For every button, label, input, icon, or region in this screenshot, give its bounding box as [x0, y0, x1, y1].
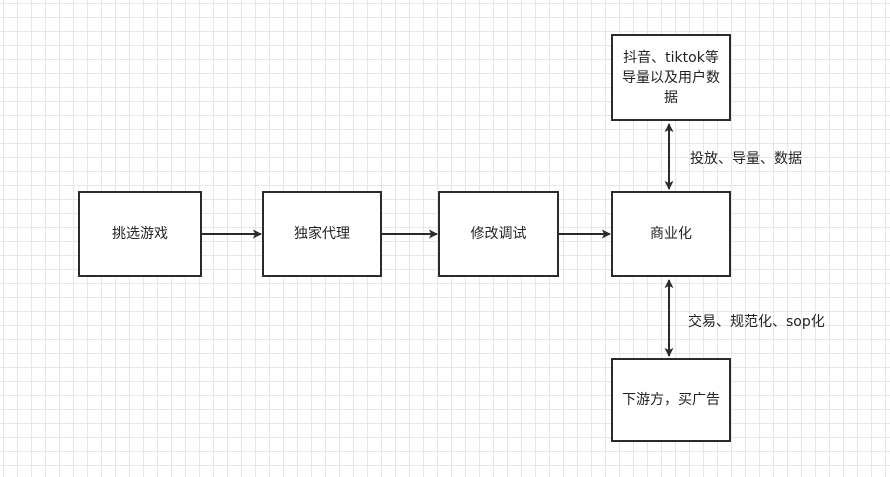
node-downstream[interactable]: 下游方，买广告	[611, 358, 731, 442]
node-modify-debug-label: 修改调试	[470, 226, 527, 242]
node-traffic-data[interactable]: 抖音、tiktok等导量以及用户数据	[611, 34, 731, 121]
edge-label-traffic: 投放、导量、数据	[690, 151, 802, 167]
node-downstream-label: 下游方，买广告	[622, 392, 720, 408]
node-commercialize-label: 商业化	[650, 226, 692, 242]
node-exclusive-agency-label: 独家代理	[294, 226, 350, 242]
node-pick-game[interactable]: 挑选游戏	[78, 191, 202, 277]
node-commercialize[interactable]: 商业化	[611, 191, 731, 277]
node-modify-debug[interactable]: 修改调试	[438, 191, 559, 277]
node-exclusive-agency[interactable]: 独家代理	[262, 191, 382, 277]
node-pick-game-label: 挑选游戏	[112, 226, 168, 242]
edge-label-downstream: 交易、规范化、sop化	[688, 314, 825, 330]
node-traffic-data-label: 抖音、tiktok等导量以及用户数据	[622, 49, 720, 106]
